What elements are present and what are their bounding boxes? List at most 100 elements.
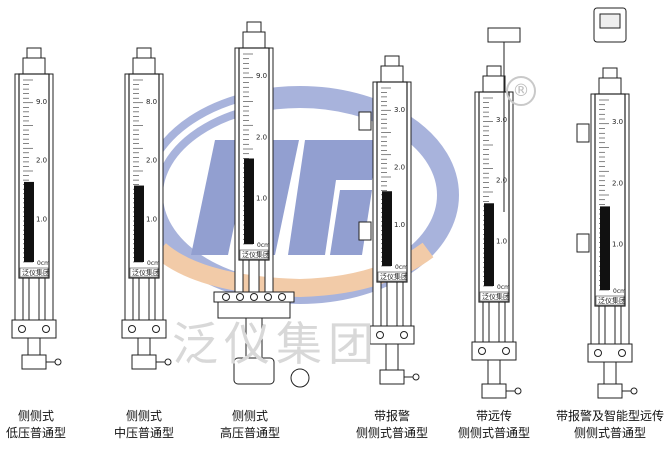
transmitter-display xyxy=(599,13,621,29)
unit-label: 0cm xyxy=(395,264,408,271)
level-fill xyxy=(244,158,254,244)
caption-line2: 侧侧式普通型 xyxy=(457,426,530,440)
brand-tag: 泛仪集团 xyxy=(242,250,270,259)
flange-bolt xyxy=(478,347,486,355)
gauge-head xyxy=(132,57,156,75)
caption-high-pressure: 侧侧式 高压普通型 xyxy=(190,408,310,442)
watermark-text: 泛仪集团 xyxy=(172,317,380,371)
caption-line1: 侧侧式 xyxy=(125,409,162,423)
caption-line1: 侧侧式 xyxy=(231,409,268,423)
valve-stem xyxy=(487,359,501,385)
level-fill xyxy=(382,191,392,266)
brand-tag-box xyxy=(19,267,49,278)
level-fill xyxy=(484,203,494,286)
gauge-cap xyxy=(486,65,502,77)
valve-wheel xyxy=(290,368,310,388)
brand-tag-box xyxy=(239,249,269,260)
caption-line2: 侧侧式普通型 xyxy=(355,426,428,440)
gauge-stem xyxy=(248,259,260,293)
level-fill xyxy=(600,206,610,290)
scale-label: 9.0 xyxy=(256,72,267,80)
valve-stem xyxy=(137,337,151,356)
flange-bolt xyxy=(18,325,26,333)
scale-label: 2.0 xyxy=(256,133,267,141)
drain-valve xyxy=(481,383,507,399)
scale-label: 2.0 xyxy=(36,157,47,165)
caption-smart-remote: 带报警及智能型远传 侧侧式普通型 xyxy=(550,408,670,442)
valve-stem xyxy=(385,343,399,371)
caption-line2: 中压普通型 xyxy=(113,426,174,440)
alarm-switch xyxy=(576,123,590,143)
scale-label: 3.0 xyxy=(612,118,623,126)
brand-tag: 泛仪集团 xyxy=(22,268,50,277)
drain-valve xyxy=(131,354,157,370)
unit-label: 0cm xyxy=(37,260,50,267)
brand-tag: 泛仪集团 xyxy=(380,272,408,281)
flange-bolt xyxy=(502,347,510,355)
gauge-cap xyxy=(246,21,262,33)
unit-label: 0cm xyxy=(613,288,626,295)
flange-bolt xyxy=(264,293,272,301)
gauge-head xyxy=(482,75,506,93)
gauge-head xyxy=(22,57,46,75)
gauge-head xyxy=(242,31,266,49)
flange-bolt xyxy=(400,331,408,339)
valve-knob xyxy=(54,358,62,366)
drain-valve xyxy=(597,383,623,399)
flange-bolt xyxy=(250,293,258,301)
caption-alarm: 带报警 侧侧式普通型 xyxy=(332,408,452,442)
transmitter-head xyxy=(487,27,521,43)
scale-label: 2.0 xyxy=(394,163,405,171)
scale-label: 9.0 xyxy=(36,98,47,106)
alarm-switch xyxy=(576,233,590,253)
gauge-cap xyxy=(26,47,42,59)
valve-knob xyxy=(164,358,172,366)
brand-tag-box xyxy=(377,271,407,282)
scale-label: 1.0 xyxy=(36,215,47,223)
flange-bolt xyxy=(42,325,50,333)
brand-tag: 泛仪集团 xyxy=(132,268,160,277)
flange-bolt xyxy=(128,325,136,333)
gauge-stem xyxy=(488,301,500,343)
brand-tag: 泛仪集团 xyxy=(598,296,626,305)
flange-bolt xyxy=(222,293,230,301)
unit-label: 0cm xyxy=(497,284,510,291)
gauge-cap xyxy=(384,55,400,67)
caption-line2: 低压普通型 xyxy=(5,426,66,440)
scale-label: 8.0 xyxy=(146,98,157,106)
flange-bolt xyxy=(376,331,384,339)
gauge-head xyxy=(598,77,622,95)
level-fill xyxy=(24,181,34,262)
gauge-head xyxy=(380,65,404,83)
alarm-switch xyxy=(358,221,372,241)
high-pressure-valve xyxy=(233,357,275,385)
scale-label: 1.0 xyxy=(256,195,267,203)
unit-label: 0cm xyxy=(147,260,160,267)
caption-line1: 带报警 xyxy=(373,409,410,423)
scale-label: 1.0 xyxy=(612,241,623,249)
flange-bolt xyxy=(152,325,160,333)
scale-label: 2.0 xyxy=(146,157,157,165)
scale-label: 1.0 xyxy=(394,221,405,229)
brand-tag-box xyxy=(129,267,159,278)
flange-bolt xyxy=(278,293,286,301)
gauge-stem xyxy=(28,277,40,321)
caption-line1: 带远传 xyxy=(475,409,512,423)
valve-knob xyxy=(630,387,638,395)
valve-knob xyxy=(412,373,420,381)
scale-label: 1.0 xyxy=(146,215,157,223)
valve-stem xyxy=(603,361,617,385)
unit-label: 0cm xyxy=(257,242,270,249)
drain-valve xyxy=(379,369,405,385)
valve-knob xyxy=(514,387,522,395)
brand-tag: 泛仪集团 xyxy=(482,292,510,301)
flange-bolt xyxy=(618,349,626,357)
alarm-switch xyxy=(358,111,372,131)
caption-medium-pressure: 侧侧式 中压普通型 xyxy=(84,408,204,442)
gauge-cap xyxy=(136,47,152,59)
